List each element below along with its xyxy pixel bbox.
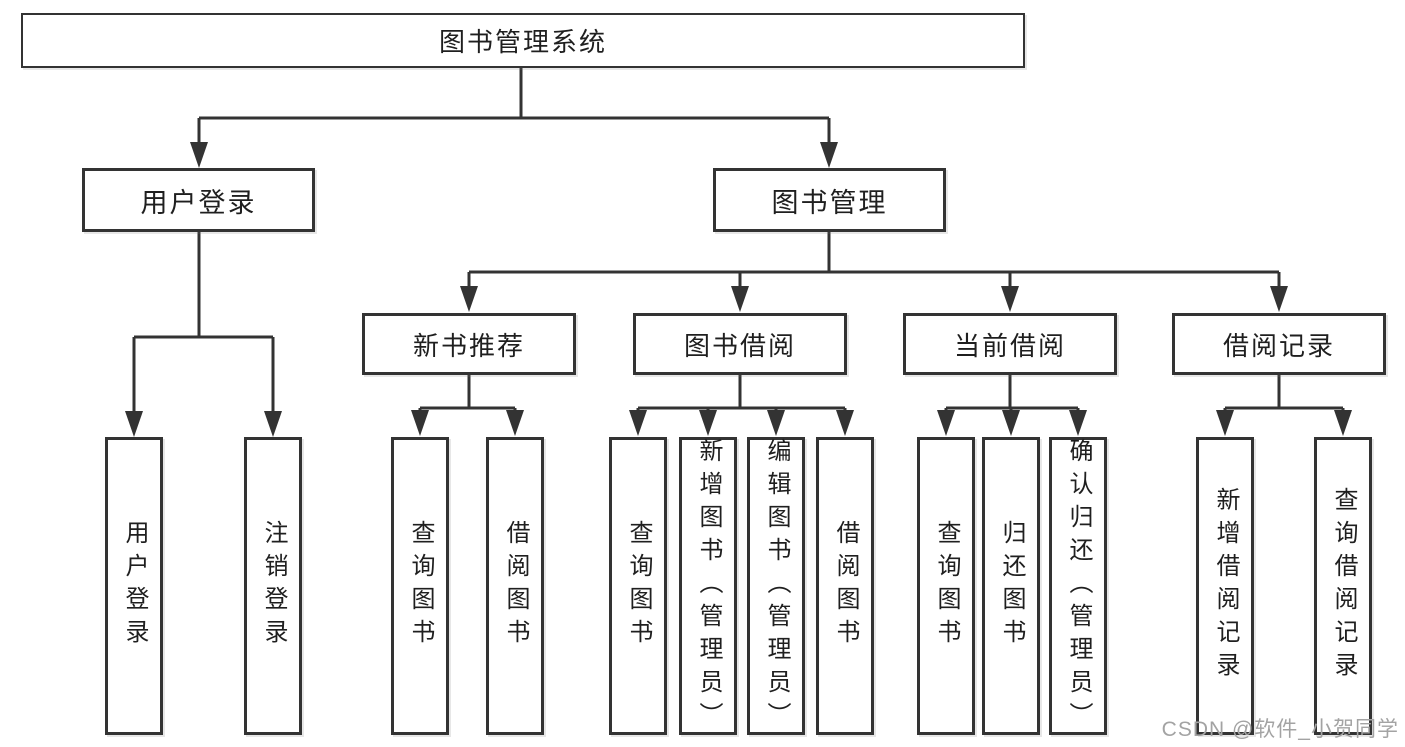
csdn-watermark: CSDN @软件_小贺同学 — [1161, 718, 1399, 741]
node-label: 借阅记录 — [1222, 330, 1335, 361]
node-label: 当前借阅 — [953, 330, 1066, 361]
node-leaf-confirm-return-admin: 确认归还（管理员） — [1049, 437, 1107, 735]
node-new-book-recommend: 新书推荐 — [362, 313, 576, 375]
node-label: 新增借阅记录 — [1212, 487, 1239, 685]
node-label: 查询图书 — [625, 520, 652, 652]
connector-newbook-branch — [418, 375, 517, 412]
node-user-login-module: 用户登录 — [82, 168, 315, 232]
node-book-borrow: 图书借阅 — [633, 313, 847, 375]
node-leaf-query-book-2: 查询图书 — [609, 437, 667, 735]
node-label: 图书管理 — [771, 187, 888, 218]
node-leaf-add-book-admin: 新增图书（管理员） — [679, 437, 737, 735]
node-label: 图书借阅 — [683, 330, 796, 361]
node-label: 新书推荐 — [412, 330, 525, 361]
node-borrow-record: 借阅记录 — [1172, 313, 1386, 375]
node-leaf-return-book: 归还图书 — [982, 437, 1040, 735]
node-label: 新增图书（管理员） — [695, 437, 722, 735]
node-leaf-borrow-book-1: 借阅图书 — [486, 437, 544, 735]
node-book-management-module: 图书管理 — [713, 168, 946, 232]
connector-borrow-branch — [636, 375, 847, 412]
node-label: 用户登录 — [121, 520, 148, 652]
connector-root-to-level2 — [197, 68, 831, 144]
node-leaf-query-book-3: 查询图书 — [917, 437, 975, 735]
node-system-root: 图书管理系统 — [21, 13, 1025, 68]
node-label: 确认归还（管理员） — [1065, 437, 1092, 735]
node-leaf-query-book-1: 查询图书 — [391, 437, 449, 735]
connector-userlogin-branch — [132, 232, 275, 412]
node-label: 查询图书 — [933, 520, 960, 652]
node-leaf-add-borrow-record: 新增借阅记录 — [1196, 437, 1254, 735]
node-leaf-logout: 注销登录 — [244, 437, 302, 735]
node-label: 查询图书 — [407, 520, 434, 652]
node-leaf-borrow-book-2: 借阅图书 — [816, 437, 874, 735]
node-label: 归还图书 — [998, 520, 1025, 652]
node-leaf-query-borrow-record: 查询借阅记录 — [1314, 437, 1372, 735]
node-label: 借阅图书 — [832, 520, 859, 652]
connector-current-branch — [944, 375, 1080, 412]
node-label: 图书管理系统 — [438, 27, 607, 57]
node-label: 注销登录 — [260, 520, 287, 652]
node-label: 查询借阅记录 — [1330, 487, 1357, 685]
node-label: 编辑图书（管理员） — [763, 437, 790, 735]
node-label: 用户登录 — [140, 187, 257, 218]
node-current-borrow: 当前借阅 — [903, 313, 1117, 375]
node-label: 借阅图书 — [502, 520, 529, 652]
node-leaf-edit-book-admin: 编辑图书（管理员） — [747, 437, 805, 735]
connector-record-branch — [1223, 375, 1345, 412]
arrowheads — [125, 142, 1352, 437]
node-leaf-user-login: 用户登录 — [105, 437, 163, 735]
connector-bookmgmt-branch — [467, 232, 1281, 288]
